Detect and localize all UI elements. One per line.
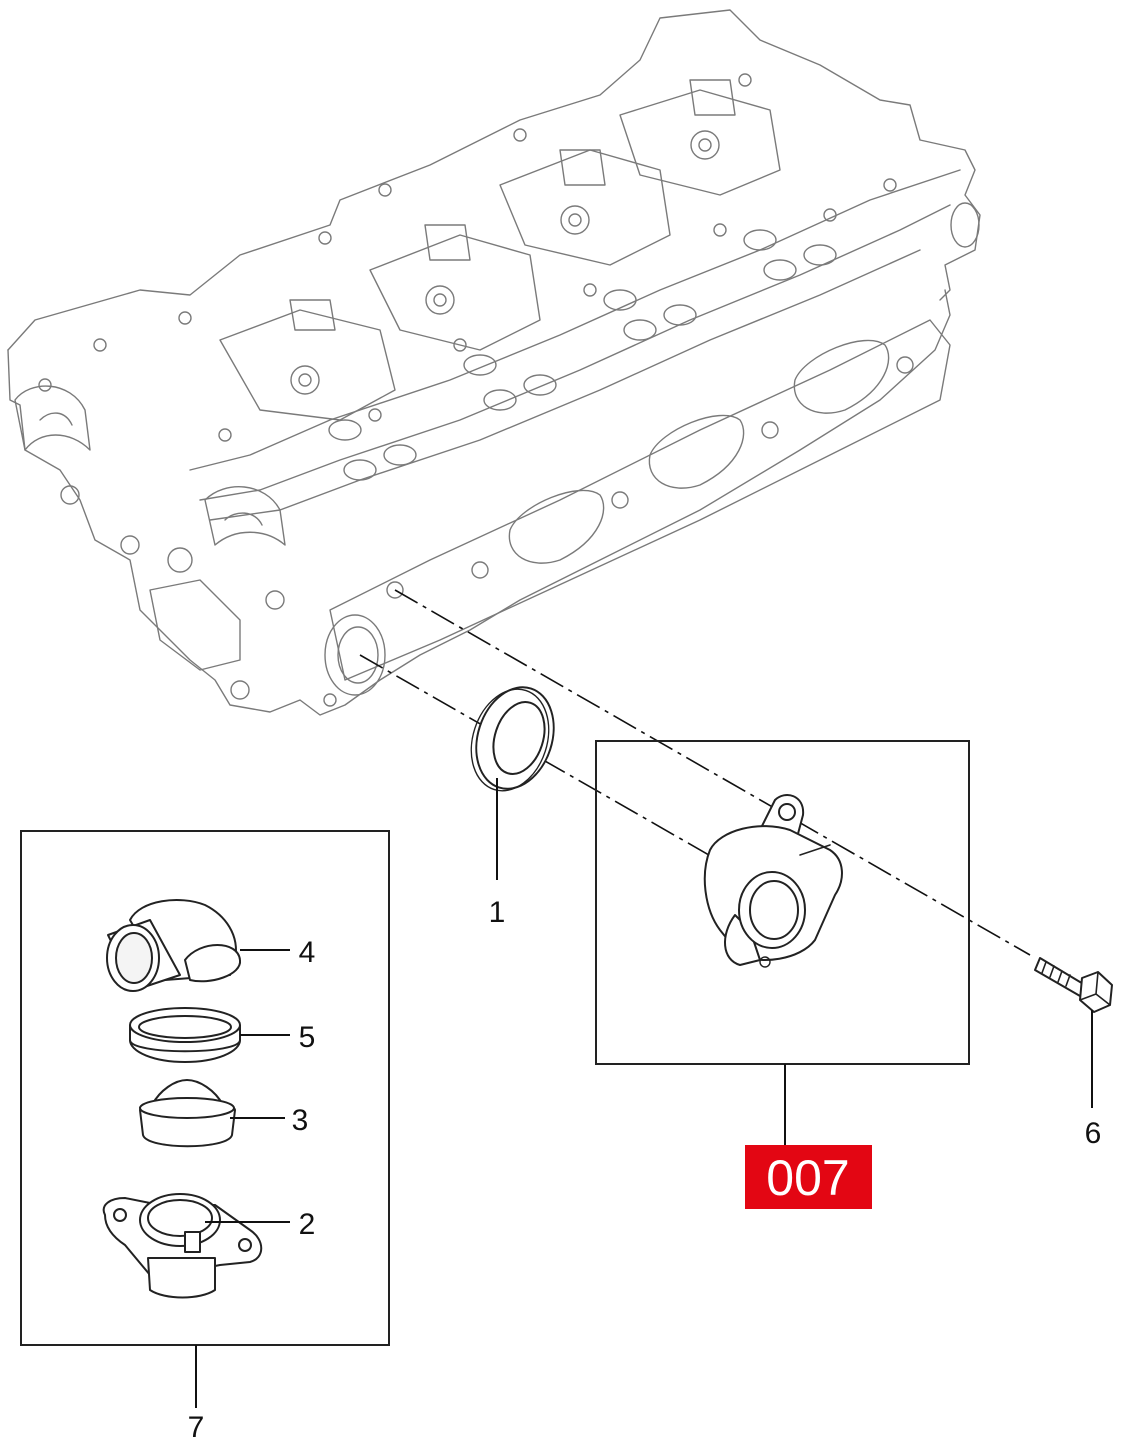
thermostat [139,1079,236,1148]
callout-1: 1 [489,896,506,929]
gasket-ring [470,686,555,792]
elbow-pipe [106,899,241,992]
callout-6: 6 [1085,1117,1102,1150]
kit-box-7 [20,830,390,1346]
assembly-box-007 [595,740,970,1065]
callout-7: 7 [188,1411,205,1442]
alignment-line-upper [394,589,1031,956]
part-number-badge: 007 [745,1145,872,1209]
thermostat-housing [703,794,843,968]
alignment-line-lower [359,654,771,891]
callout-4: 4 [299,936,316,969]
badge-label: 007 [766,1150,849,1206]
cylinder-head-drawing [7,9,981,716]
housing-cover [102,1193,263,1299]
bolt [1034,957,1113,1013]
callout-2: 2 [299,1208,316,1241]
callout-5: 5 [299,1021,316,1054]
sealing-ring [129,1007,241,1063]
callout-3: 3 [292,1104,309,1137]
